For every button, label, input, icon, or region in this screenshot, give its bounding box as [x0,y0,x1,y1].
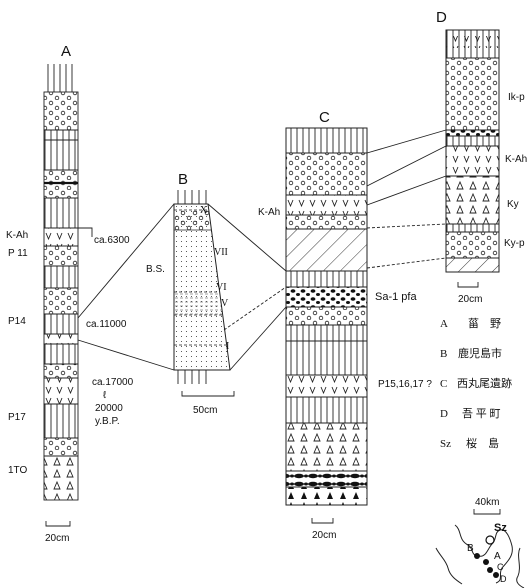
column-d-letter: D [436,9,447,26]
a-age-20000: 20000 [95,403,123,414]
d-label-kyp: Ky-p [504,238,525,249]
legend-key-c: C [440,378,447,390]
column-c-letter: C [319,109,330,126]
legend-place-d: 吾 平 町 [462,407,501,420]
map-scale-40km: 40km [475,497,499,508]
a-label-kah: K-Ah [6,230,28,241]
a-age-11000: ca.11000 [86,319,127,330]
legend-place-sz: 桜 島 [466,436,499,450]
d-label-ky: Ky [507,199,519,210]
c-scale-20cm: 20cm [312,530,336,541]
map-site-d [493,572,499,578]
column-b-letter: B [178,171,188,188]
column-d: D Ik-p K-Ah Ky Ky-p 20cm [436,9,527,305]
a-age-ybp: y.B.P. [95,416,120,427]
b-roman-i: I [226,341,229,352]
c-label-p15-17: P15,16,17 ? [378,379,432,390]
column-b: B B.S. X VII VI V I 50cm [146,171,234,416]
site-legend: A 菑 野 B 鹿児島市 C 西丸尾遺跡 D 吾 平 町 Sz 桜 島 [440,317,512,450]
legend-key-d: D [440,408,448,420]
b-label-bs: B.S. [146,264,165,275]
map-label-c: C [497,562,504,572]
b-roman-x: X [200,205,208,216]
correlation-lines [78,130,446,370]
legend-key-a: A [440,318,448,330]
a-label-p17: P17 [8,412,26,423]
map-site-a [483,559,489,565]
legend-place-a: 菑 野 [468,317,501,330]
b-roman-v: V [221,298,229,309]
a-label-p14: P14 [8,316,26,327]
d-scale-20cm: 20cm [458,294,482,305]
a-age-17000: ca.17000 [92,377,134,388]
a-label-p11: P 11 [8,248,28,259]
inset-map: 40km Sz B A C D [436,497,524,588]
map-label-d: D [500,574,507,584]
d-label-ikp: Ik-p [508,92,525,103]
a-age-range-mark: ℓ [103,390,107,401]
column-c: C K-Ah Sa-1 pfa P15,16,17 ? 20cm [258,109,432,541]
map-site-sz [486,536,494,544]
b-roman-vii: VII [214,247,228,258]
legend-place-b: 鹿児島市 [458,346,502,360]
map-label-b: B [467,543,474,554]
legend-place-c: 西丸尾遺跡 [457,376,512,390]
b-scale-50cm: 50cm [193,405,217,416]
column-a: A K-Ah P 11 P14 P17 1TO ca.6300 [6,43,134,544]
c-label-sa1pfa: Sa-1 pfa [375,291,417,303]
map-site-b [474,553,480,559]
c-label-kah: K-Ah [258,207,280,218]
d-label-kah: K-Ah [505,154,527,165]
legend-key-b: B [440,348,447,360]
b-roman-vi: VI [216,282,227,293]
map-site-c [487,567,493,573]
column-a-letter: A [61,43,71,60]
a-scale-20cm: 20cm [45,533,69,544]
map-label-sz: Sz [494,522,507,534]
a-age-6300: ca.6300 [94,235,130,246]
map-label-a: A [494,551,501,562]
a-label-1to: 1TO [8,465,27,476]
legend-key-sz: Sz [440,438,451,450]
